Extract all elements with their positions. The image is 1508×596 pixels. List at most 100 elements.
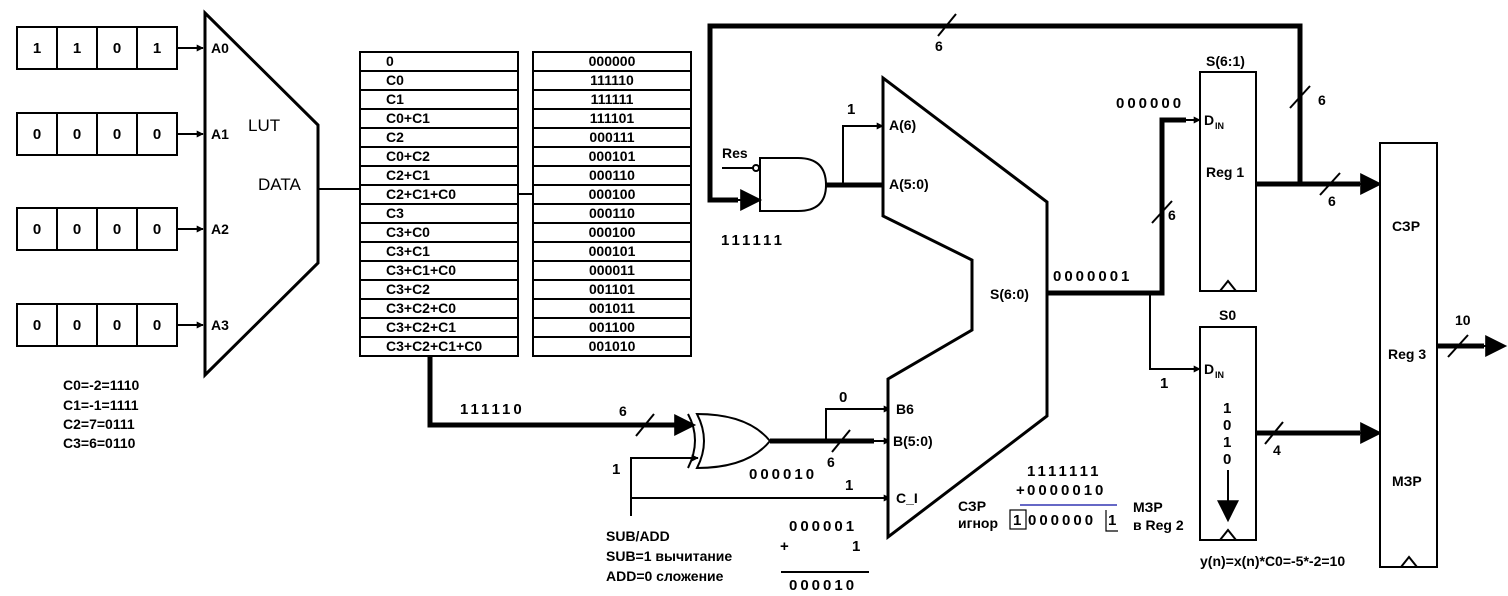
sub-add-note: SUB/ADD — [606, 528, 670, 544]
xor-out-value: 000010 — [749, 466, 817, 483]
lut-addr-row-cell — [359, 222, 519, 243]
lut-addr-row-cell — [359, 89, 519, 110]
sub-add-notes: SUB/ADD SUB=1 вычитание ADD=0 сложение — [606, 528, 732, 584]
lut-block: A0 A1 A2 A3 LUT DATA — [203, 9, 320, 379]
bus-slash — [1151, 200, 1173, 224]
reg1-name: Reg 1 — [1206, 164, 1244, 180]
a6-value: 1 — [847, 101, 855, 118]
port-a2-label: A2 — [211, 221, 229, 237]
lut-title: LUT — [248, 116, 280, 135]
lut-value-row-text: 000100 — [589, 224, 636, 240]
bus-slash — [831, 429, 851, 453]
lut-addr-row-cell — [359, 146, 519, 167]
reg2-block: S0 D IN 1 0 1 0 — [1199, 307, 1257, 541]
reg3-bottom-label: МЗР — [1392, 473, 1422, 489]
port-a1-label: A1 — [211, 126, 229, 142]
adder-port-b6: B6 — [896, 401, 914, 417]
lut-value-row-text: 001010 — [589, 338, 636, 354]
and-out-value: 111111 — [721, 232, 785, 249]
adder-port-a6: A(6) — [889, 117, 916, 133]
bus-width-reg1-out: 6 — [1318, 92, 1326, 108]
calc1-plus: + — [780, 538, 789, 555]
coefficient-notes: C0=-2=1110 C1=-1=1111 C2=7=0111 C3=6=011… — [63, 377, 140, 451]
reg3-name: Reg 3 — [1388, 346, 1426, 362]
reg2-din-sub: IN — [1215, 370, 1224, 380]
bus-slash — [937, 13, 957, 37]
lut-addr-row-cell — [359, 241, 519, 262]
reg1-block: S(6:1) D IN Reg 1 — [1199, 53, 1257, 292]
input-bit: 1 — [153, 40, 161, 57]
lut-addr-row-cell — [359, 165, 519, 186]
input-bit: 0 — [73, 317, 81, 334]
lut-addr-row-text: C0 — [386, 72, 404, 88]
bus-width-sum-to-reg1: 6 — [1168, 207, 1176, 223]
coef-note: C0=-2=1110 — [63, 377, 140, 393]
lut-value-row-text: 000000 — [589, 53, 636, 69]
lut-addr-row-text: C0+C2 — [386, 148, 430, 164]
lut-addr-row-cell — [359, 70, 519, 91]
input-bit: 0 — [33, 317, 41, 334]
input-bit: 0 — [33, 126, 41, 143]
input-bit: 0 — [73, 221, 81, 238]
lut-addr-row-cell — [359, 203, 519, 224]
calc2-ignore-label: игнор — [958, 515, 998, 531]
bus-width-reg1-out2: 6 — [1328, 193, 1336, 209]
reg1-din-sub: IN — [1215, 121, 1224, 131]
lut-value-table: 0000001111101111111111010001110001010001… — [532, 51, 692, 357]
bus-slash — [1264, 421, 1284, 445]
reg3-top-label: СЗР — [1392, 218, 1420, 234]
xor-gate — [687, 412, 772, 470]
lut-addr-row-cell — [359, 336, 519, 357]
lut-addr-row-text: C2+C1+C0 — [386, 186, 456, 202]
lut-addr-row-text: C3+C2 — [386, 281, 430, 297]
reg2-title: S0 — [1219, 307, 1236, 323]
reg2-bit: 0 — [1223, 451, 1231, 468]
input-bit: 0 — [113, 40, 121, 57]
input-bit: 1 — [73, 40, 81, 57]
input-bit: 0 — [73, 126, 81, 143]
bus-slash — [1447, 334, 1469, 358]
bus-width-reg3-out: 10 — [1455, 312, 1471, 328]
calc2-tail: 1 — [1108, 512, 1116, 529]
adder-port-a50: A(5:0) — [889, 176, 929, 192]
reg3-block: СЗР Reg 3 МЗР — [1379, 142, 1438, 568]
calc2-lead: 1 — [1013, 512, 1021, 529]
input-bit: 1 — [33, 40, 41, 57]
calc1-a: 000001 — [789, 518, 857, 535]
lut-out-value: 111110 — [460, 401, 525, 418]
res-label: Res — [722, 145, 748, 161]
lut-addr-row-text: C3+C2+C0 — [386, 300, 456, 316]
lut-addr-row-text: C3 — [386, 205, 404, 221]
bus-slash — [1289, 85, 1311, 109]
adder-port-ci: C_I — [896, 490, 918, 506]
bus-width-xor-out: 6 — [827, 454, 835, 470]
carry-in-value: 1 — [845, 477, 853, 494]
lut-value-row-text: 001011 — [589, 300, 635, 316]
bus-width-lut-out: 6 — [619, 403, 627, 419]
lut-value-row-text: 000110 — [589, 167, 635, 183]
calc-example-2: 1111111 + 0000010 СЗР игнор 1 000000 1 М… — [958, 463, 1184, 533]
coef-note: C3=6=0110 — [63, 435, 136, 451]
input-bit: 0 — [113, 317, 121, 334]
lut-addr-row-text: C2 — [386, 129, 404, 145]
lut-value-row-text: 001100 — [589, 319, 635, 335]
lut-addr-row-text: C1 — [386, 91, 404, 107]
reg2-bit: 0 — [1223, 417, 1231, 434]
calc2-mid: 000000 — [1028, 512, 1096, 529]
lut-value-row-text: 000101 — [589, 243, 636, 259]
input-register-a1: 0 0 0 0 — [16, 112, 178, 156]
feedback-bus — [707, 23, 1303, 203]
coef-note: C1=-1=1111 — [63, 397, 139, 413]
lut-addr-row-text: C3+C2+C1+C0 — [386, 338, 482, 354]
lut-value-row-text: 111110 — [590, 72, 634, 88]
sum-value: 0000001 — [1053, 268, 1132, 285]
b6-value: 0 — [839, 389, 847, 406]
calc2-plus: + — [1016, 482, 1025, 499]
input-register-a3: 0 0 0 0 — [16, 303, 178, 347]
calc2-b: 0000010 — [1027, 482, 1106, 499]
input-bit: 0 — [153, 317, 161, 334]
calc1-b: 1 — [852, 538, 860, 555]
lut-value-row-text: 000101 — [589, 148, 636, 164]
coef-note: C2=7=0111 — [63, 416, 135, 432]
calc2-reg2-label: в Reg 2 — [1133, 517, 1184, 533]
